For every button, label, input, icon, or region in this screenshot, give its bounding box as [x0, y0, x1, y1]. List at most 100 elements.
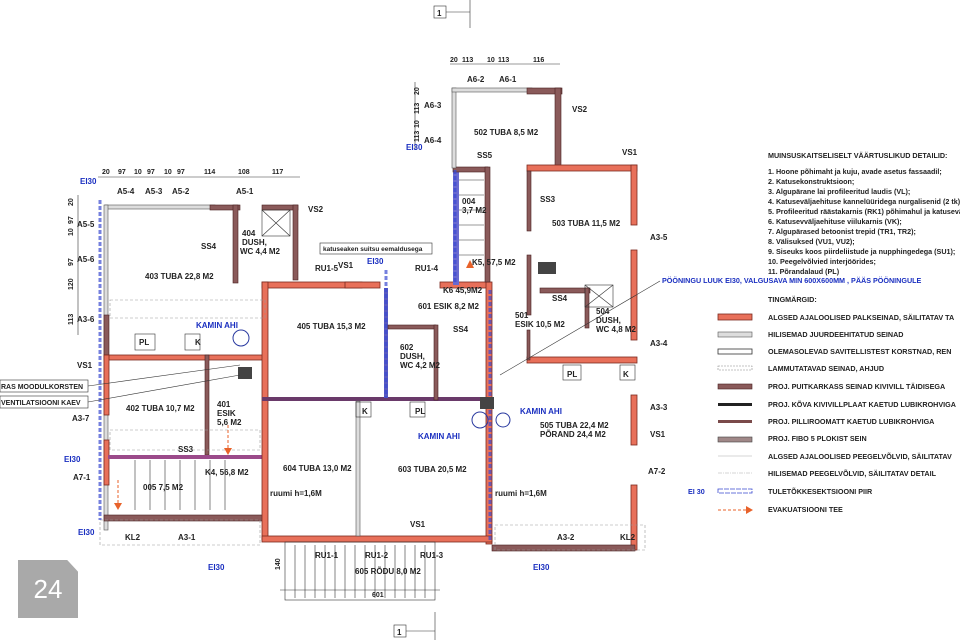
svg-text:SS4: SS4	[201, 242, 217, 251]
svg-text:10: 10	[68, 228, 75, 236]
svg-text:505 TUBA 22,4 M2: 505 TUBA 22,4 M2	[540, 421, 609, 430]
svg-text:3. Algupärane lai profileeritu: 3. Algupärane lai profileeritud laudis (…	[768, 187, 910, 196]
svg-text:113: 113	[462, 57, 473, 64]
svg-text:A5-6: A5-6	[77, 255, 95, 264]
svg-text:PROJ. FIBO 5 PLOKIST SEIN: PROJ. FIBO 5 PLOKIST SEIN	[768, 434, 867, 443]
svg-text:VS1: VS1	[622, 148, 638, 157]
svg-text:ALGSED AJALOOLISED PALKSEINAD,: ALGSED AJALOOLISED PALKSEINAD, SÄILITATA…	[768, 313, 954, 322]
section-marker-top: 1	[433, 0, 471, 28]
svg-text:004: 004	[462, 197, 476, 206]
svg-text:8. Välisuksed (VU1, VU2);: 8. Välisuksed (VU1, VU2);	[768, 237, 855, 246]
legend-symbol-timber-frame-wall	[717, 383, 753, 390]
svg-text:2. Katusekonstruktsioon;: 2. Katusekonstruktsioon;	[768, 177, 854, 186]
svg-text:403 TUBA 22,8 M2: 403 TUBA 22,8 M2	[145, 272, 214, 281]
svg-text:A6-4: A6-4	[424, 136, 442, 145]
svg-text:VENTILATSIOONI KAEV: VENTILATSIOONI KAEV	[1, 400, 81, 407]
legend-symbol-later-wall	[717, 331, 753, 338]
legend-symbol-fire-section	[717, 488, 753, 494]
svg-text:HILISEMAD JUURDEEHITATUD SEIN: HILISEMAD JUURDEEHITATUD SEINAD	[768, 330, 904, 339]
heritage-details: MUINSUSKAITSELISELT VÄÄRTUSLIKUD DETAILI…	[768, 151, 960, 276]
svg-text:KAMIN AHI: KAMIN AHI	[520, 407, 562, 416]
svg-text:10: 10	[414, 120, 421, 128]
svg-text:VS1: VS1	[77, 361, 93, 370]
callout-attic-hatch: PÖÖNINGU LUUK EI30, VALGUSAVA MIN 600X60…	[662, 276, 922, 285]
svg-text:ALGSED AJALOOLISED PEEGELVÕLVI: ALGSED AJALOOLISED PEEGELVÕLVID, SÄILITA…	[768, 452, 952, 461]
svg-text:1: 1	[397, 628, 402, 637]
svg-text:ruumi h=1,6M: ruumi h=1,6M	[495, 489, 547, 498]
svg-text:6. Katusevväljaehituse viiluka: 6. Katusevväljaehituse viilukarnis (VK);	[768, 217, 902, 226]
svg-text:A6-1: A6-1	[499, 75, 517, 84]
svg-text:PROJ. PILLIROOMATT KAETUD LUBI: PROJ. PILLIROOMATT KAETUD LUBIKROHVIGA	[768, 417, 934, 426]
svg-text:A5-3: A5-3	[145, 187, 163, 196]
legend-symbol-demolish-wall	[717, 365, 753, 371]
svg-text:602: 602	[400, 343, 414, 352]
svg-text:K4, 56,8 M2: K4, 56,8 M2	[205, 468, 249, 477]
svg-text:RU1-1: RU1-1	[315, 551, 339, 560]
svg-text:VS1: VS1	[410, 520, 426, 529]
svg-text:EI30: EI30	[406, 143, 423, 152]
svg-text:ESIK 10,5 M2: ESIK 10,5 M2	[515, 320, 565, 329]
svg-text:20: 20	[414, 87, 421, 95]
svg-text:EI 30: EI 30	[688, 487, 705, 496]
svg-text:97: 97	[118, 169, 126, 176]
svg-text:K: K	[195, 338, 201, 347]
svg-text:K6 45,9M2: K6 45,9M2	[443, 286, 483, 295]
svg-text:A6-2: A6-2	[467, 75, 485, 84]
svg-text:HILISEMAD PEEGELVÕLVID, SÄILIT: HILISEMAD PEEGELVÕLVID, SÄILITATAV DETAI…	[768, 469, 937, 478]
svg-text:140: 140	[275, 558, 282, 570]
svg-text:113: 113	[414, 131, 421, 142]
callout-vent: VENTILATSIOONI KAEV	[0, 374, 241, 409]
svg-text:RAS MOODULKORSTEN: RAS MOODULKORSTEN	[1, 384, 83, 391]
svg-text:EI30: EI30	[64, 455, 81, 464]
svg-text:601 ESIK 8,2 M2: 601 ESIK 8,2 M2	[418, 302, 479, 311]
svg-text:RU1-2: RU1-2	[365, 551, 389, 560]
svg-text:603 TUBA 20,5 M2: 603 TUBA 20,5 M2	[398, 465, 467, 474]
svg-text:ESIK: ESIK	[217, 409, 236, 418]
svg-text:K5, 57,5 M2: K5, 57,5 M2	[472, 258, 516, 267]
fireplace-icon	[495, 412, 511, 428]
svg-text:501: 501	[515, 311, 529, 320]
svg-text:DUSH,: DUSH,	[596, 316, 621, 325]
svg-text:97: 97	[68, 216, 75, 224]
svg-text:PROJ. PUITKARKASS SEINAD KIVIV: PROJ. PUITKARKASS SEINAD KIVIVILL TÄIDIS…	[768, 382, 945, 391]
svg-text:PL: PL	[567, 370, 577, 379]
svg-text:4. Katuseväljaehituse kannelüü: 4. Katuseväljaehituse kannelüüridega nur…	[768, 197, 960, 206]
svg-text:SS5: SS5	[477, 151, 493, 160]
svg-text:EI30: EI30	[208, 563, 225, 572]
svg-text:405 TUBA 15,3 M2: 405 TUBA 15,3 M2	[297, 322, 366, 331]
svg-text:KAMIN AHI: KAMIN AHI	[196, 321, 238, 330]
svg-text:PÕRAND 24,4 M2: PÕRAND 24,4 M2	[540, 430, 606, 439]
svg-text:EI30: EI30	[533, 563, 550, 572]
svg-text:LAMMUTATAVAD SEINAD, AHJUD: LAMMUTATAVAD SEINAD, AHJUD	[768, 364, 884, 373]
svg-text:K: K	[623, 370, 629, 379]
svg-text:ruumi h=1,6M: ruumi h=1,6M	[270, 489, 322, 498]
svg-text:A7-1: A7-1	[73, 473, 91, 482]
section-marker-bottom: 1	[393, 612, 436, 640]
legend-symbol-fibo-wall	[717, 436, 753, 443]
svg-text:605 RÕDU 8,0 M2: 605 RÕDU 8,0 M2	[355, 567, 421, 576]
svg-text:DUSH,: DUSH,	[242, 238, 267, 247]
fireplace-icon	[471, 411, 489, 429]
svg-text:SS4: SS4	[453, 325, 469, 334]
svg-text:114: 114	[204, 169, 215, 176]
svg-text:9. Siseuks koos piirdeliistude: 9. Siseuks koos piirdeliistude ja nupphi…	[768, 247, 955, 256]
svg-text:TULETÕKKESEKTSIOONI PIIR: TULETÕKKESEKTSIOONI PIIR	[768, 487, 873, 496]
svg-text:10: 10	[134, 169, 142, 176]
svg-text:401: 401	[217, 400, 231, 409]
svg-text:RU1-4: RU1-4	[415, 264, 439, 273]
svg-text:005 7,5 M2: 005 7,5 M2	[143, 483, 184, 492]
legend-symbol-reed-wall	[718, 420, 752, 423]
svg-text:A5-4: A5-4	[117, 187, 135, 196]
svg-text:A3-4: A3-4	[650, 339, 668, 348]
svg-text:10. Peegelvõlvied interjööride: 10. Peegelvõlvied interjöörides;	[768, 257, 876, 266]
svg-text:RU1-5: RU1-5	[315, 264, 339, 273]
callout-chimney: RAS MOODULKORSTEN	[0, 364, 241, 393]
svg-text:EVAKUATSIOONI TEE: EVAKUATSIOONI TEE	[768, 505, 843, 514]
walls	[99, 87, 646, 601]
svg-text:WC 4,2 M2: WC 4,2 M2	[400, 361, 441, 370]
svg-text:TINGMÄRGID:: TINGMÄRGID:	[768, 295, 817, 304]
svg-text:A5-5: A5-5	[77, 220, 95, 229]
fixtures	[134, 209, 636, 429]
